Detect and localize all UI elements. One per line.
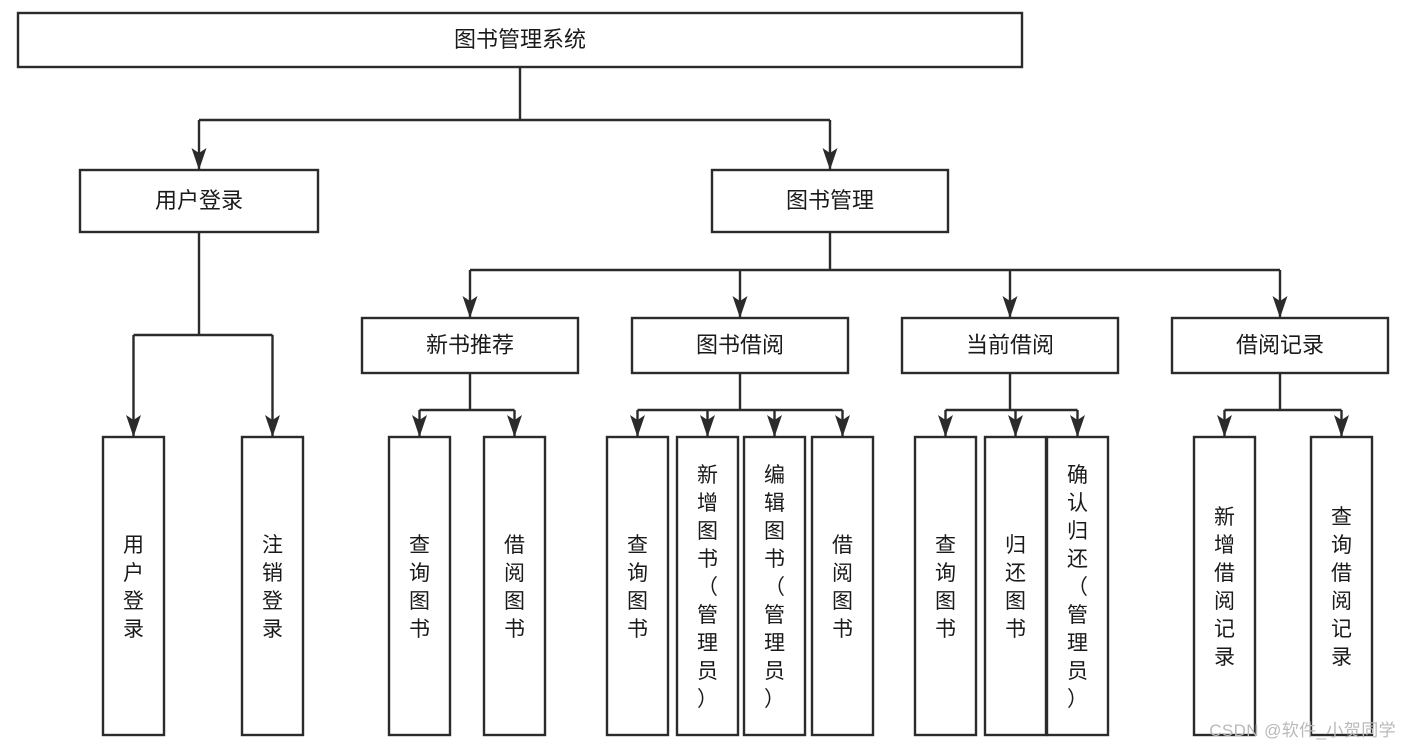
node-label-current-borrow: 当前借阅	[966, 332, 1054, 357]
node-leaf-borrow-book-rec[interactable]: 借阅图书	[482, 435, 547, 737]
node-box-new-book-recommend[interactable]	[360, 316, 580, 375]
node-label-borrow-record: 借阅记录	[1236, 332, 1324, 357]
conn-book-borrow-arrowhead-3	[835, 415, 850, 437]
conn-book-borrow-arrowhead-0	[630, 415, 645, 437]
conn-book-management-arrowhead-1	[732, 296, 748, 318]
node-box-leaf-user-login[interactable]	[101, 435, 166, 737]
connectors-layer	[126, 67, 1349, 437]
node-box-leaf-confirm-return-admin[interactable]	[1045, 435, 1110, 737]
node-leaf-user-login[interactable]: 用户登录	[101, 435, 166, 737]
node-label-leaf-query-borrow-record: 查询借阅记录	[1331, 506, 1352, 669]
node-label-leaf-borrow-book-rec: 借阅图书	[504, 534, 525, 641]
node-box-leaf-add-borrow-record[interactable]	[1192, 435, 1257, 737]
node-book-borrow[interactable]: 图书借阅	[630, 316, 850, 375]
conn-new-book-recommend-arrowhead-1	[507, 415, 522, 437]
nodes-layer: 图书管理系统用户登录图书管理新书推荐图书借阅当前借阅借阅记录用户登录注销登录查询…	[16, 11, 1390, 737]
conn-new-book-recommend-arrowhead-0	[412, 415, 427, 437]
node-new-book-recommend[interactable]: 新书推荐	[360, 316, 580, 375]
conn-current-borrow-arrowhead-1	[1008, 415, 1023, 437]
node-label-new-book-recommend: 新书推荐	[426, 332, 514, 357]
node-box-leaf-edit-book-admin[interactable]	[742, 435, 807, 737]
node-box-leaf-return-book[interactable]	[983, 435, 1048, 737]
node-box-leaf-borrow-book-rec[interactable]	[482, 435, 547, 737]
node-box-root[interactable]	[16, 11, 1024, 69]
node-leaf-query-book-borrow[interactable]: 查询图书	[605, 435, 670, 737]
node-box-leaf-query-book-borrow[interactable]	[605, 435, 670, 737]
node-label-book-management: 图书管理	[786, 188, 874, 213]
node-box-leaf-borrow-book[interactable]	[810, 435, 875, 737]
conn-book-management-arrowhead-0	[462, 296, 478, 318]
node-label-leaf-query-book-rec: 查询图书	[409, 534, 430, 641]
watermark-label: CSDN @软件_小贺同学	[1209, 721, 1396, 740]
conn-root-arrowhead-1	[822, 148, 838, 170]
node-box-leaf-add-book-admin[interactable]	[675, 435, 740, 737]
node-root[interactable]: 图书管理系统	[16, 11, 1024, 69]
node-label-root: 图书管理系统	[454, 27, 586, 52]
node-leaf-return-book[interactable]: 归还图书	[983, 435, 1048, 737]
node-label-leaf-return-book: 归还图书	[1005, 534, 1026, 641]
node-user-login[interactable]: 用户登录	[78, 168, 320, 234]
node-leaf-add-book-admin[interactable]: 新增图书（管理员）	[675, 435, 740, 737]
node-box-leaf-logout[interactable]	[240, 435, 305, 737]
conn-book-borrow-arrowhead-2	[767, 415, 782, 437]
node-book-management[interactable]: 图书管理	[710, 168, 950, 234]
node-box-leaf-query-borrow-record[interactable]	[1309, 435, 1374, 737]
conn-current-borrow-arrowhead-2	[1070, 415, 1085, 437]
node-label-leaf-borrow-book: 借阅图书	[832, 534, 853, 641]
node-leaf-query-borrow-record[interactable]: 查询借阅记录	[1309, 435, 1374, 737]
node-box-leaf-query-book-rec[interactable]	[387, 435, 452, 737]
conn-book-management-arrowhead-3	[1272, 296, 1288, 318]
conn-current-borrow-arrowhead-0	[938, 415, 953, 437]
node-leaf-edit-book-admin[interactable]: 编辑图书（管理员）	[742, 435, 807, 737]
node-label-book-borrow: 图书借阅	[696, 332, 784, 357]
node-leaf-query-book-rec[interactable]: 查询图书	[387, 435, 452, 737]
node-leaf-borrow-book[interactable]: 借阅图书	[810, 435, 875, 737]
node-label-leaf-query-book-borrow: 查询图书	[627, 534, 648, 641]
node-label-leaf-logout: 注销登录	[262, 534, 283, 641]
node-leaf-query-book-current[interactable]: 查询图书	[913, 435, 978, 737]
node-label-leaf-add-borrow-record: 新增借阅记录	[1214, 506, 1235, 669]
node-label-leaf-confirm-return-admin: 确认归还（管理员）	[1067, 464, 1088, 711]
conn-book-borrow-arrowhead-1	[700, 415, 715, 437]
conn-borrow-record-arrowhead-0	[1217, 415, 1232, 437]
node-box-book-borrow[interactable]	[630, 316, 850, 375]
node-label-leaf-add-book-admin: 新增图书（管理员）	[697, 464, 718, 711]
node-label-leaf-query-book-current: 查询图书	[935, 534, 956, 641]
node-label-leaf-edit-book-admin: 编辑图书（管理员）	[764, 464, 785, 711]
node-leaf-add-borrow-record[interactable]: 新增借阅记录	[1192, 435, 1257, 737]
conn-book-management-arrowhead-2	[1002, 296, 1018, 318]
node-box-leaf-query-book-current[interactable]	[913, 435, 978, 737]
conn-borrow-record-arrowhead-1	[1334, 415, 1349, 437]
node-borrow-record[interactable]: 借阅记录	[1170, 316, 1390, 375]
node-box-borrow-record[interactable]	[1170, 316, 1390, 375]
node-label-leaf-user-login: 用户登录	[123, 534, 144, 641]
conn-user-login-arrowhead-0	[126, 415, 141, 437]
node-leaf-confirm-return-admin[interactable]: 确认归还（管理员）	[1045, 435, 1110, 737]
conn-user-login-arrowhead-1	[265, 415, 280, 437]
node-box-user-login[interactable]	[78, 168, 320, 234]
node-leaf-logout[interactable]: 注销登录	[240, 435, 305, 737]
node-box-book-management[interactable]	[710, 168, 950, 234]
node-box-current-borrow[interactable]	[900, 316, 1120, 375]
node-current-borrow[interactable]: 当前借阅	[900, 316, 1120, 375]
node-label-user-login: 用户登录	[155, 188, 243, 213]
conn-root-arrowhead-0	[191, 148, 207, 170]
